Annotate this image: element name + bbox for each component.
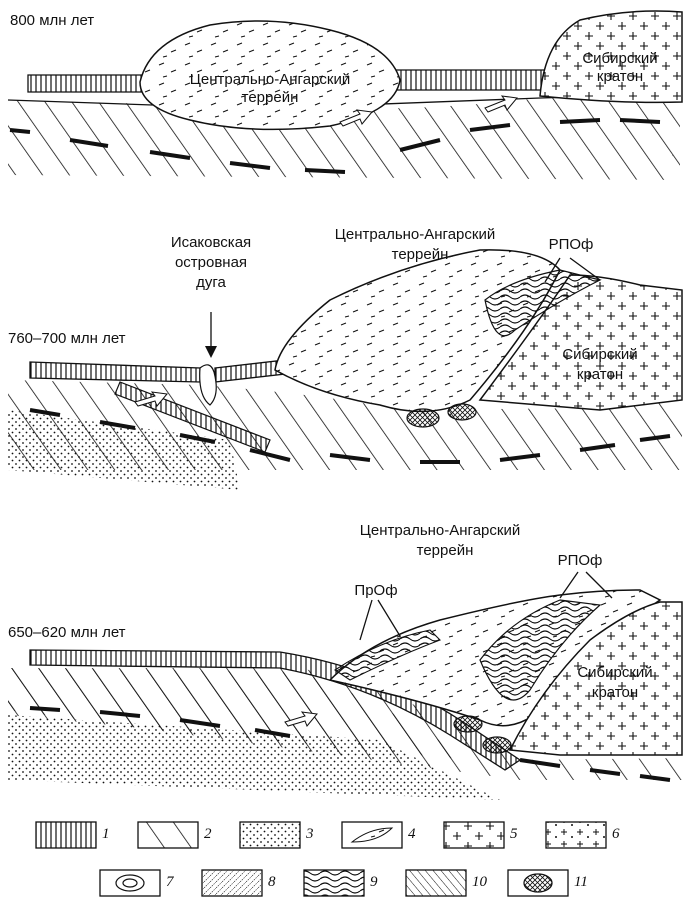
stage3-prof-label: ПрОф [346,582,406,599]
stage1-oceanic-crust-left [28,75,150,92]
stage2-arc-label-2: островная [150,254,272,271]
legend-swatch-2 [138,822,198,848]
stage3-prof-pointer [360,600,400,640]
stage2-oceanic-crust-left [30,362,200,382]
legend-number-3: 3 [306,826,314,843]
legend-number-11: 11 [574,874,588,891]
stage2-age-label: 760–700 млн лет [8,330,126,347]
stage1-craton-label-1: Сибирский [570,50,670,67]
stage2-intrusion-2 [448,404,476,420]
legend-swatch-5 [444,822,504,848]
stage1-oceanic-crust-mid [385,70,550,90]
legend-number-7: 7 [166,874,174,891]
legend-swatch-10 [406,870,466,896]
stage2-arc-label-3: дуга [150,274,272,291]
legend-number-4: 4 [408,826,416,843]
stage3-intrusion-2 [483,737,511,753]
stage3-age-label: 650–620 млн лет [8,624,126,641]
stage2-arc-arrowhead [205,346,217,358]
legend-number-6: 6 [612,826,620,843]
stage3-intrusion-1 [454,716,482,732]
stage-800-section [8,11,682,180]
legend-number-8: 8 [268,874,276,891]
legend-swatch-1 [36,822,96,848]
stage2-arc-label-1: Исаковская [150,234,272,251]
stage3-ophiolite-label: РПОф [545,552,615,569]
stage2-ophiolite-label: РПОф [536,236,606,253]
stage2-craton-label-2: кратон [555,366,645,383]
legend-number-1: 1 [102,826,110,843]
legend-swatch-11-oval [524,874,552,892]
stage3-terrane-label-2: террейн [385,542,505,559]
legend-swatch-9 [304,870,364,896]
legend-swatch-6 [546,822,606,848]
stage3-craton-label-2: кратон [570,684,660,701]
stage2-terrane-label-1: Центрально-Ангарский [295,226,535,243]
stage2-intrusion-1 [407,409,439,427]
stage3-craton-label-1: Сибирский [560,664,670,681]
stage2-terrane-label-2: террейн [360,246,480,263]
stage2-oceanic-crust-mid [215,360,285,382]
legend-number-9: 9 [370,874,378,891]
legend [36,822,606,896]
stage1-age-label: 800 млн лет [10,12,94,29]
legend-swatch-3 [240,822,300,848]
stage1-terrane-label-1: Центрально-Ангарский [150,71,390,88]
stage3-terrane-label-1: Центрально-Ангарский [320,522,560,539]
legend-number-5: 5 [510,826,518,843]
stage2-craton-label-1: Сибирский [540,346,660,363]
stage1-craton-label-2: кратон [580,68,660,85]
stage1-terrane-label-2: террейн [210,89,330,106]
legend-number-2: 2 [204,826,212,843]
legend-swatch-7 [100,870,160,896]
legend-swatch-8 [202,870,262,896]
legend-number-10: 10 [472,874,487,891]
